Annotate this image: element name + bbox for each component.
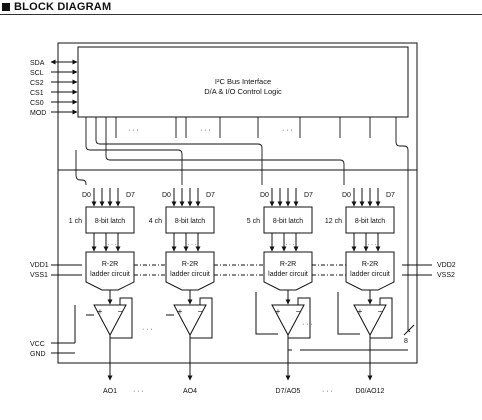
latch-block — [345, 206, 395, 234]
latch-label: 8-bit latch — [273, 218, 303, 225]
bus-ellipsis-2: · · · — [200, 127, 211, 134]
amp-minus-sign: − — [296, 307, 301, 316]
bit-label-d7: D7 — [126, 192, 135, 199]
feedback-loop — [288, 297, 311, 339]
amp-ellipsis-left: · · · — [142, 326, 153, 333]
bus-width-label: 8 — [404, 338, 408, 345]
pin-label-vcc: VCC — [30, 341, 45, 348]
ladder-block — [85, 251, 135, 291]
pin-label-cs1: CS1 — [30, 90, 44, 97]
latch-block — [85, 206, 135, 234]
amp-minus-sign: − — [118, 307, 123, 316]
output-pin-label: AO1 — [103, 388, 117, 395]
input-pin-group: SDA SCL CS2 CS1 CS0 MOD — [30, 59, 78, 117]
pin-label-vss1: VSS1 — [30, 272, 48, 279]
bus-dots: · · · — [367, 242, 376, 248]
bus-dots: · · · — [187, 242, 196, 248]
bus-ellipsis-3: · · · — [282, 127, 293, 134]
chip-outline — [57, 42, 418, 364]
pin-label-mod: MOD — [30, 110, 46, 117]
latch-label: 8-bit latch — [95, 218, 125, 225]
bit-label-d0: D0 — [162, 192, 171, 199]
bit-label-d7: D7 — [386, 192, 395, 199]
bus-ellipsis-1: · · · — [128, 127, 139, 134]
channel-id-label: 4 ch — [149, 218, 162, 225]
interface-subtitle: D/A & I/O Control Logic — [204, 87, 282, 96]
bus-dots: · · · — [107, 242, 116, 248]
heading-rule — [0, 14, 482, 15]
latch-block — [263, 206, 313, 234]
pin-label-vdd2: VDD2 — [437, 262, 456, 269]
heading-text: BLOCK DIAGRAM — [14, 1, 112, 13]
section-heading: BLOCK DIAGRAM — [2, 0, 111, 14]
pin-label-sda: SDA — [30, 60, 45, 67]
ladder-label-bottom: ladder circuit — [350, 271, 390, 278]
amp-plus-sign: + — [358, 307, 363, 316]
bit-label-d7: D7 — [304, 192, 313, 199]
control-lines — [75, 117, 411, 333]
ladder-label-top: R-2R — [362, 261, 378, 268]
pin-label-cs2: CS2 — [30, 80, 44, 87]
channel-group-2: D0 D7 4 ch 8-bit latch · · · R-2R ladder circu… — [149, 188, 215, 395]
output-ellipsis-left: · · · — [133, 388, 144, 395]
channel-group-1: D0 D7 1 ch 8-bit latch · · · R-2R ladder circu… — [69, 188, 135, 395]
ladder-label-bottom: ladder circuit — [90, 271, 130, 278]
output-pin-label: D7/AO5 — [276, 388, 301, 395]
latch-label: 8-bit latch — [175, 218, 205, 225]
channel-id-label: 1 ch — [69, 218, 82, 225]
ladder-label-bottom: ladder circuit — [268, 271, 308, 278]
channel-group-3: D0 D7 5 ch 8-bit latch · · · R-2R ladder circu… — [247, 188, 313, 395]
bus-width-slash — [403, 324, 415, 336]
feedback-loop — [110, 297, 133, 339]
output-ellipsis-right: · · · — [322, 388, 333, 395]
bit-label-d0: D0 — [260, 192, 269, 199]
channel-id-label: 5 ch — [247, 218, 260, 225]
op-amp-symbol — [173, 304, 207, 337]
amp-minus-sign: − — [378, 307, 383, 316]
digital-bypass-line — [255, 292, 278, 335]
pin-label-cs0: CS0 — [30, 100, 44, 107]
ladder-block — [345, 251, 395, 291]
pin-label-scl: SCL — [30, 70, 44, 77]
op-amp-symbol — [93, 304, 127, 337]
ladder-label-top: R-2R — [102, 261, 118, 268]
amp-plus-sign: + — [178, 307, 183, 316]
pin-label-vdd1: VDD1 — [30, 262, 49, 269]
bit-label-d0: D0 — [82, 192, 91, 199]
pin-label-vss2: VSS2 — [437, 272, 455, 279]
op-amp-symbol — [271, 304, 305, 337]
ladder-block — [165, 251, 215, 291]
op-amp-symbol — [353, 304, 387, 337]
ladder-label-top: R-2R — [182, 261, 198, 268]
heading-square-bullet — [2, 3, 10, 11]
amp-plus-sign: + — [276, 307, 281, 316]
feedback-loop — [190, 297, 213, 339]
bit-label-d0: D0 — [342, 192, 351, 199]
amp-plus-sign: + — [98, 307, 103, 316]
output-pin-label: AO4 — [183, 388, 197, 395]
interface-title: I²C Bus Interface — [215, 77, 271, 86]
latch-label: 8-bit latch — [355, 218, 385, 225]
bus-dots: · · · — [285, 242, 294, 248]
feedback-loop — [370, 297, 393, 339]
pin-label-gnd: GND — [30, 351, 46, 358]
ladder-label-top: R-2R — [280, 261, 296, 268]
channel-group-4: D0 D7 12 ch 8-bit latch · · · R-2R ladder circ… — [325, 188, 395, 395]
digital-bypass-line — [337, 292, 360, 335]
amp-ellipsis-right: · · · — [302, 321, 313, 328]
latch-block — [165, 206, 215, 234]
channel-id-label: 12 ch — [325, 218, 342, 225]
amp-minus-sign: − — [198, 307, 203, 316]
ladder-block — [263, 251, 313, 291]
i2c-interface-block — [77, 46, 409, 118]
ladder-label-bottom: ladder circuit — [170, 271, 210, 278]
bit-label-d7: D7 — [206, 192, 215, 199]
output-pin-label: D0/AO12 — [356, 388, 385, 395]
